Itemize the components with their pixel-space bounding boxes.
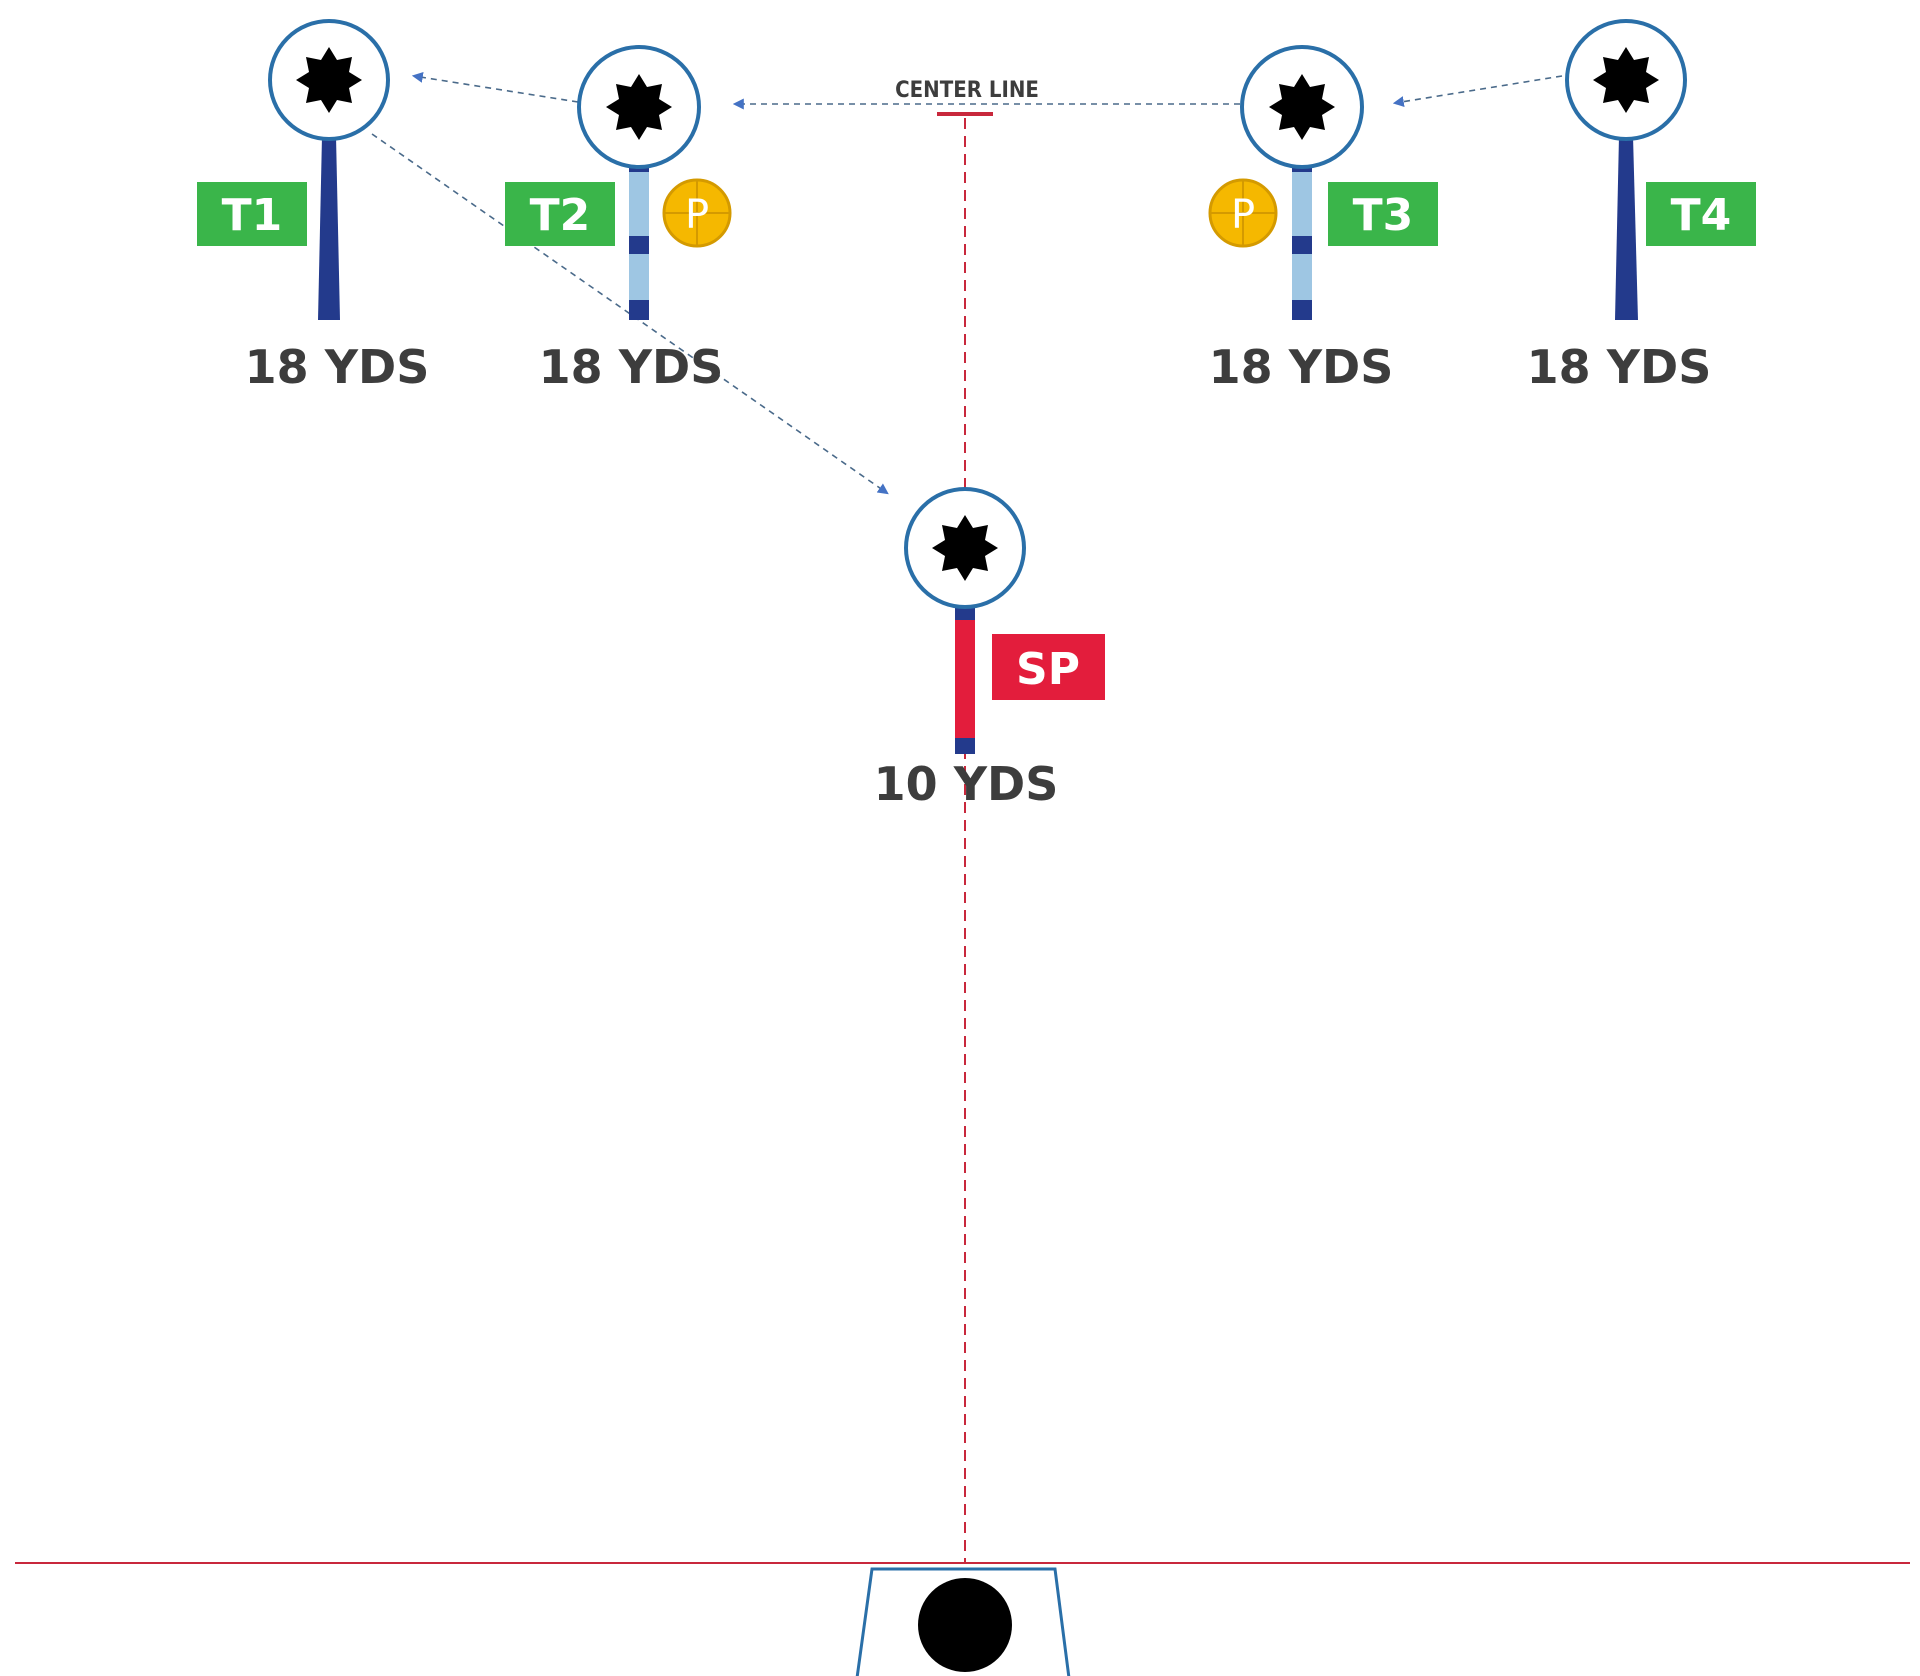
crosshair-p-icon: P	[1208, 178, 1278, 248]
flag-t2	[505, 182, 615, 246]
flag-label-t2: T2	[530, 190, 591, 241]
pole-sp	[955, 606, 975, 754]
eight-point-star-icon	[1593, 47, 1659, 113]
flag-label-t3: T3	[1353, 190, 1414, 241]
crosshair-p-icon: P	[662, 178, 732, 248]
target-t1: T1 18 YDS	[197, 19, 430, 394]
flag-sp	[992, 634, 1105, 700]
movement-line-t4-to-t3	[1392, 75, 1563, 108]
target-t3: T3 P 18 YDS	[1208, 45, 1438, 394]
eight-point-star-icon	[296, 47, 362, 113]
flag-t4	[1646, 182, 1756, 246]
pole-t1	[318, 136, 340, 320]
tee-box	[855, 1567, 1071, 1676]
pole-t2	[629, 160, 649, 320]
marker-label-t2: P	[685, 192, 709, 238]
eight-point-star-icon	[1269, 74, 1335, 140]
distance-label-sp: 10 YDS	[874, 757, 1059, 811]
distance-label-t3: 18 YDS	[1209, 340, 1394, 394]
flag-t1	[197, 182, 307, 246]
flag-label-t1: T1	[222, 190, 283, 241]
distance-label-t1: 18 YDS	[245, 340, 430, 394]
start-point: SP 10 YDS	[874, 487, 1105, 811]
center-line-label: CENTER LINE	[895, 78, 1039, 103]
flag-t3	[1328, 182, 1438, 246]
target-t2: T2 P 18 YDS	[505, 45, 732, 394]
pole-t4	[1615, 136, 1638, 320]
ball-icon	[918, 1578, 1012, 1672]
eight-point-star-icon	[606, 74, 672, 140]
movement-line-t2-to-t1	[411, 71, 579, 103]
distance-label-t4: 18 YDS	[1527, 340, 1712, 394]
tee-box-outline	[855, 1567, 1071, 1676]
eight-point-star-icon	[932, 515, 998, 581]
pole-t3	[1292, 160, 1312, 320]
distance-label-t2: 18 YDS	[539, 340, 724, 394]
flag-label-sp: SP	[1016, 644, 1080, 695]
flag-label-t4: T4	[1671, 190, 1732, 241]
target-t4: T4 18 YDS	[1527, 19, 1756, 394]
marker-label-t3: P	[1231, 192, 1255, 238]
